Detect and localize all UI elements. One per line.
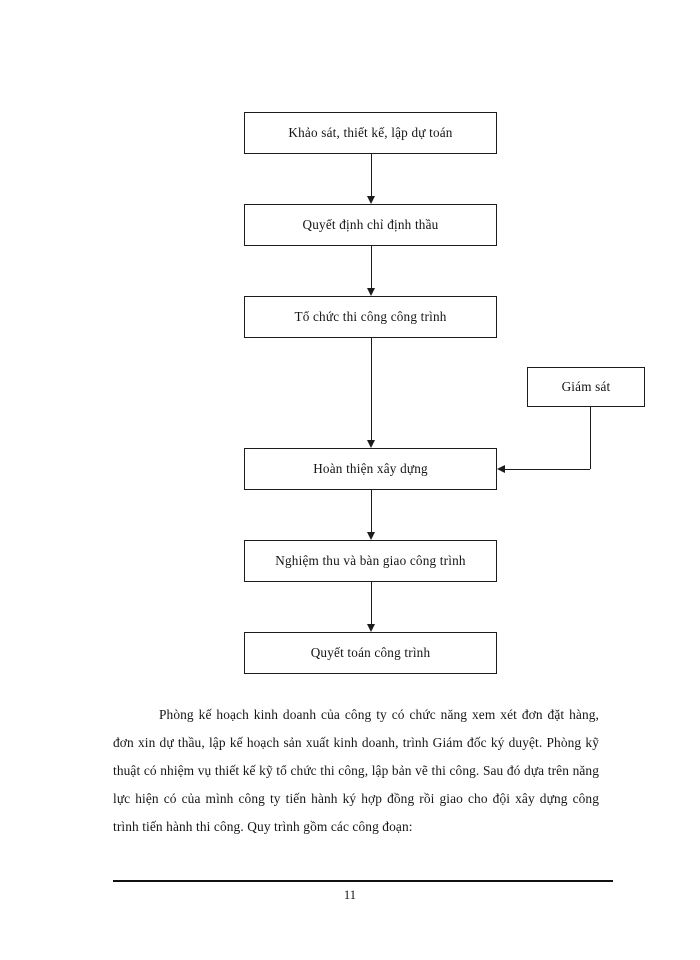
flowchart-node-label: Hoàn thiện xây dựng (313, 461, 428, 477)
connector-organize-to-finish (370, 338, 372, 440)
flowchart-node-handover: Nghiệm thu và bàn giao công trình (244, 540, 497, 582)
flowchart-node-survey: Khảo sát, thiết kế, lập dự toán (244, 112, 497, 154)
flowchart-node-label: Giám sát (561, 379, 611, 395)
process-flowchart: Khảo sát, thiết kế, lập dự toán Quyết đị… (244, 112, 645, 674)
flowchart-node-label: Quyết định chỉ định thầu (302, 217, 439, 233)
flowchart-node-label: Khảo sát, thiết kế, lập dự toán (288, 125, 453, 141)
flowchart-node-supervise: Giám sát (527, 367, 645, 407)
flowchart-node-decision: Quyết định chỉ định thầu (244, 204, 497, 246)
connector-finish-to-handover (370, 490, 372, 532)
connector-supervise-horizontal (505, 468, 590, 470)
arrowhead-left-icon (497, 464, 505, 473)
connector-decision-to-organize (370, 246, 372, 288)
flowchart-node-label: Tổ chức thi công công trình (294, 309, 447, 325)
connector-supervise-vertical (589, 407, 591, 469)
flowchart-node-label: Nghiệm thu và bàn giao công trình (275, 553, 466, 569)
arrowhead-down-icon (366, 196, 375, 204)
connector-survey-to-decision (370, 154, 372, 196)
flowchart-node-settle: Quyết toán công trình (244, 632, 497, 674)
page-number: 11 (343, 888, 357, 902)
body-paragraph: Phòng kế hoạch kinh doanh của công ty có… (113, 707, 599, 835)
arrowhead-down-icon (366, 288, 375, 296)
flowchart-node-organize: Tổ chức thi công công trình (244, 296, 497, 338)
arrowhead-down-icon (366, 624, 375, 632)
arrowhead-down-icon (366, 532, 375, 540)
footer-divider (113, 880, 613, 882)
arrowhead-down-icon (366, 440, 375, 448)
flowchart-node-finish: Hoàn thiện xây dựng (244, 448, 497, 490)
connector-handover-to-settle (370, 582, 372, 624)
flowchart-node-label: Quyết toán công trình (310, 645, 431, 661)
